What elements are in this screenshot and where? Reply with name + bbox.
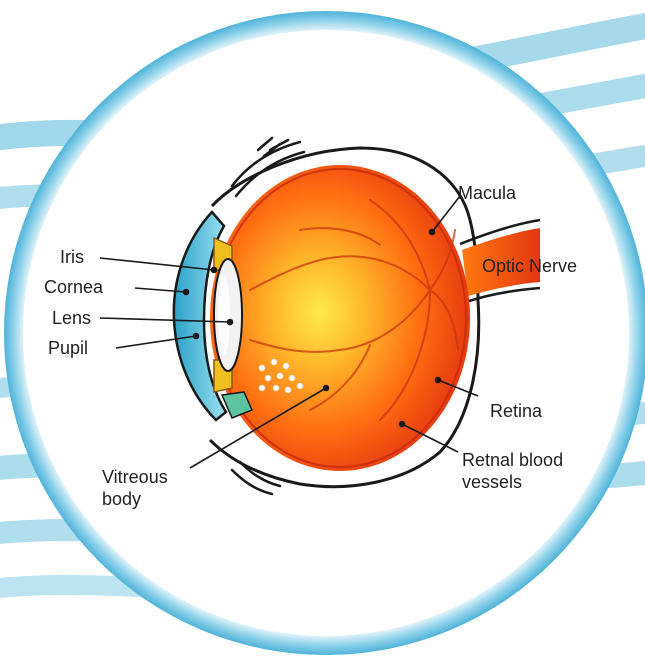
label-retina: Retina [490, 400, 542, 422]
label-retinal-blood-vessels: Retnal blood vessels [462, 449, 563, 493]
label-cornea: Cornea [44, 276, 103, 298]
label-optic-nerve: Optic Nerve [482, 255, 577, 277]
eyeball [210, 165, 470, 471]
label-vitreous-body: Vitreous body [102, 466, 168, 510]
label-lens: Lens [52, 307, 91, 329]
label-macula: Macula [458, 182, 516, 204]
label-pupil: Pupil [48, 337, 88, 359]
label-iris: Iris [60, 246, 84, 268]
